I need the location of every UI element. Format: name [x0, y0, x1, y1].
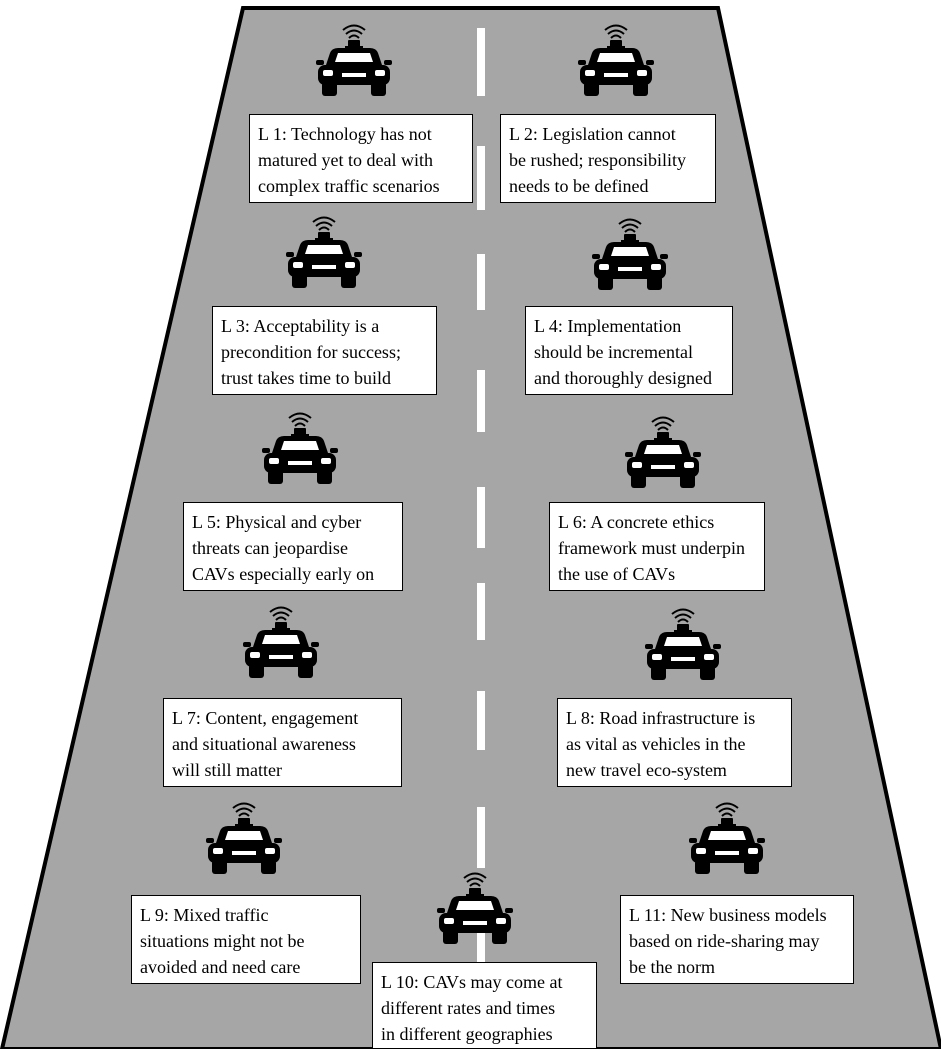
lesson-box-l4: L 4: Implementation should be incrementa…	[525, 306, 733, 395]
lesson-text-line: CAVs especially early on	[192, 564, 375, 584]
lesson-text-line: precondition for success;	[221, 342, 401, 362]
autonomous-car-icon	[316, 24, 392, 97]
autonomous-car-icon	[578, 24, 654, 97]
lesson-text-line: as vital as vehicles in the	[566, 734, 746, 754]
lesson-text-line: complex traffic scenarios	[258, 176, 440, 196]
lesson-box-l2: L 2: Legislation cannot be rushed; respo…	[500, 114, 716, 203]
lane-dash	[477, 254, 485, 310]
lesson-text-line: and thoroughly designed	[534, 368, 712, 388]
lesson-text-line: needs to be defined	[509, 176, 649, 196]
road-surface	[0, 6, 941, 1049]
lesson-text-line: L 3: Acceptability is a	[221, 316, 380, 336]
lane-dash	[477, 28, 485, 96]
autonomous-car-icon	[689, 802, 765, 875]
autonomous-car-icon	[592, 218, 668, 291]
lesson-text-line: will still matter	[172, 760, 282, 780]
lesson-text-line: be the norm	[629, 957, 715, 977]
lesson-text-line: L 9: Mixed traffic	[140, 905, 269, 925]
autonomous-car-icon	[437, 872, 513, 945]
lane-dash	[477, 691, 485, 750]
lesson-text-line: in different geographies	[381, 1024, 553, 1044]
lane-dash	[477, 146, 485, 210]
lesson-text-line: threats can jeopardise	[192, 538, 348, 558]
lesson-box-l3: L 3: Acceptability is a precondition for…	[212, 306, 437, 395]
lesson-text-line: matured yet to deal with	[258, 150, 433, 170]
lesson-box-l9: L 9: Mixed traffic situations might not …	[131, 895, 361, 984]
lesson-text-line: and situational awareness	[172, 734, 356, 754]
lesson-text-line: L 2: Legislation cannot	[509, 124, 676, 144]
lesson-text-line: framework must underpin	[558, 538, 745, 558]
lesson-text-line: L 1: Technology has not	[258, 124, 432, 144]
lesson-text-line: L 10: CAVs may come at	[381, 972, 563, 992]
lesson-box-l11: L 11: New business models based on ride-…	[620, 895, 854, 984]
lesson-text-line: avoided and need care	[140, 957, 301, 977]
autonomous-car-icon	[625, 416, 701, 489]
autonomous-car-icon	[243, 606, 319, 679]
lesson-text-line: should be incremental	[534, 342, 693, 362]
lesson-text-line: L 11: New business models	[629, 905, 827, 925]
lesson-text-line: the use of CAVs	[558, 564, 676, 584]
lesson-text-line: L 4: Implementation	[534, 316, 682, 336]
lesson-text-line: be rushed; responsibility	[509, 150, 686, 170]
lane-dash	[477, 370, 485, 432]
lesson-box-l5: L 5: Physical and cyber threats can jeop…	[183, 502, 403, 591]
center-lane-marking	[477, 28, 485, 964]
autonomous-car-icon	[286, 216, 362, 289]
lane-dash	[477, 924, 485, 964]
lane-dash	[477, 807, 485, 868]
lesson-text-line: based on ride-sharing may	[629, 931, 820, 951]
lesson-text-line: L 6: A concrete ethics	[558, 512, 715, 532]
lesson-box-l10: L 10: CAVs may come at different rates a…	[372, 962, 597, 1049]
lesson-text-line: L 5: Physical and cyber	[192, 512, 362, 532]
lane-dash	[477, 487, 485, 548]
lesson-text-line: L 8: Road infrastructure is	[566, 708, 756, 728]
autonomous-car-icon	[262, 412, 338, 485]
lesson-text-line: trust takes time to build	[221, 368, 391, 388]
lane-dash	[477, 583, 485, 640]
lesson-text-line: situations might not be	[140, 931, 305, 951]
lesson-text-line: L 7: Content, engagement	[172, 708, 359, 728]
autonomous-car-icon	[206, 802, 282, 875]
autonomous-car-icon	[645, 608, 721, 681]
lesson-box-l6: L 6: A concrete ethics framework must un…	[549, 502, 765, 591]
lesson-text-line: different rates and times	[381, 998, 556, 1018]
lesson-box-l7: L 7: Content, engagement and situational…	[163, 698, 402, 787]
lesson-box-l8: L 8: Road infrastructure is as vital as …	[557, 698, 792, 787]
lesson-text-line: new travel eco-system	[566, 760, 727, 780]
lesson-box-l1: L 1: Technology has not matured yet to d…	[249, 114, 473, 203]
